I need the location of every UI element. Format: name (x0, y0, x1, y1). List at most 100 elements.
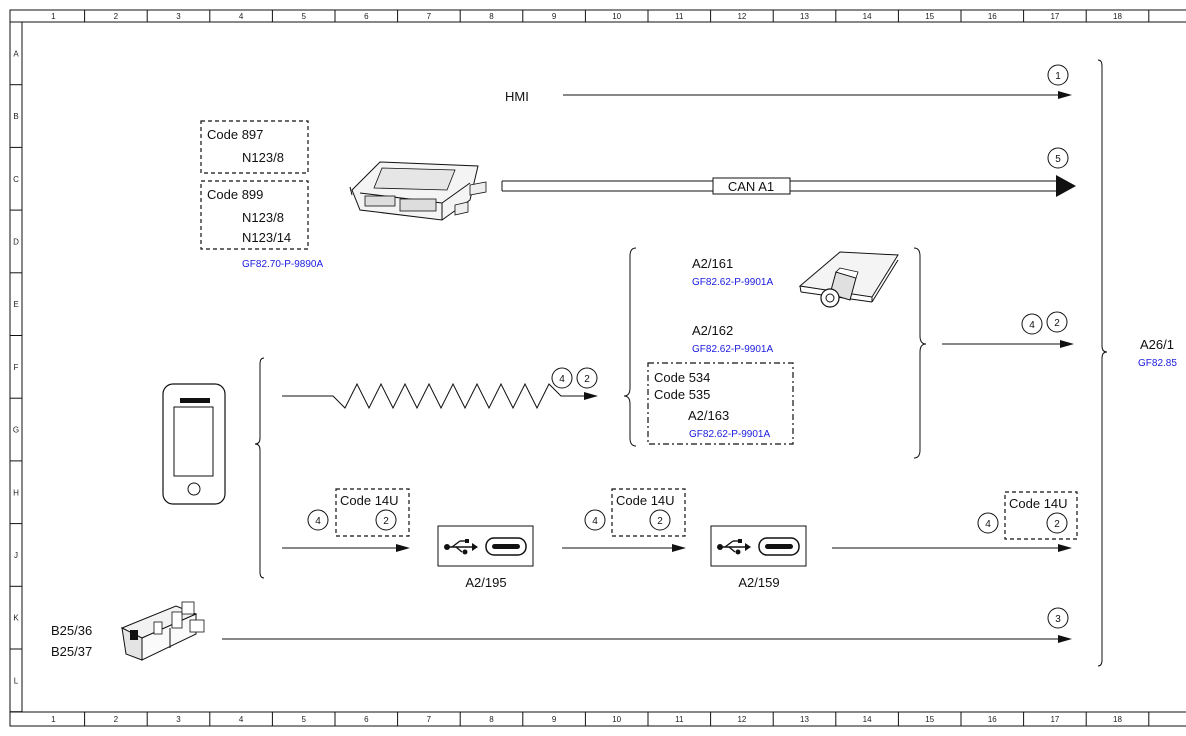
row-label: A (13, 49, 19, 58)
marker-4-right-text: 4 (1029, 320, 1035, 331)
wireless-link-zigzag (282, 382, 586, 410)
column-label: 17 (1050, 12, 1059, 21)
marker-2-usb1 (375, 509, 397, 531)
marker-1 (1047, 64, 1069, 86)
column-label: 10 (612, 12, 621, 21)
column-label: 14 (863, 12, 872, 21)
marker-4-usb1 (307, 509, 329, 531)
column-label: 13 (800, 12, 809, 21)
code-899-box (200, 180, 309, 250)
row-label: F (14, 363, 19, 372)
column-label: 7 (427, 12, 432, 21)
can-arrowhead (1056, 175, 1076, 197)
column-label: 2 (114, 12, 119, 21)
marker-5 (1047, 147, 1069, 169)
column-label: 18 (1113, 715, 1122, 724)
usb-arrowhead-2 (672, 544, 686, 552)
a2-161-label: A2/161 (692, 256, 733, 271)
a2-161-ref-link[interactable]: GF82.62-P-9901A (692, 277, 773, 288)
n123-14-label: N123/14 (242, 230, 291, 245)
a2-162-ref-link[interactable]: GF82.62-P-9901A (692, 344, 773, 355)
column-label: 14 (863, 715, 872, 724)
column-label: 17 (1050, 715, 1059, 724)
b25-37-label: B25/37 (51, 644, 92, 659)
code-14u-box-2 (611, 488, 686, 537)
column-label: 8 (489, 12, 494, 21)
usb-icon (717, 539, 751, 555)
column-label: 6 (364, 715, 369, 724)
a26-ref-link[interactable]: GF82.85 (1138, 358, 1177, 369)
marker-2-wave (576, 367, 598, 389)
column-label: 11 (675, 12, 684, 21)
a2-159-label: A2/159 (738, 575, 779, 590)
n123-ref-link[interactable]: GF82.70-P-9890A (242, 259, 323, 270)
can-label-box (712, 177, 791, 195)
row-label: D (13, 237, 19, 246)
column-label: 9 (552, 12, 557, 21)
column-label: 3 (176, 715, 181, 724)
marker-3 (1047, 607, 1069, 629)
code-535-label: Code 535 (654, 387, 710, 402)
usb-arrowhead-3 (1058, 544, 1072, 552)
can-label: CAN A1 (728, 179, 774, 194)
marker-4-usb3 (977, 512, 999, 534)
a2-163-ref-link[interactable]: GF82.62-P-9901A (689, 429, 770, 440)
sensor-arrowhead (1058, 635, 1072, 643)
a2-group-right-bracket (913, 247, 927, 459)
code-14u-label-2: Code 14U (616, 493, 675, 508)
marker-4-usb2 (584, 509, 606, 531)
column-label: 5 (301, 12, 306, 21)
row-label: C (13, 175, 19, 184)
column-label: 13 (800, 715, 809, 724)
column-label: 3 (176, 12, 181, 21)
usb-icon (444, 539, 478, 555)
a26-label: A26/1 (1140, 337, 1174, 352)
column-label: 11 (675, 715, 684, 724)
column-label: 15 (925, 715, 934, 724)
code-14u-box-3 (1004, 491, 1078, 540)
column-label: 2 (114, 715, 119, 724)
marker-2-usb3-text: 2 (1054, 519, 1060, 530)
marker-2-usb2 (649, 509, 671, 531)
row-label: L (14, 676, 19, 685)
column-label: 4 (239, 12, 244, 21)
marker-2-usb3 (1046, 512, 1068, 534)
column-label: 1 (51, 715, 56, 724)
outer-frame (9, 9, 1186, 727)
column-label: 12 (737, 715, 746, 724)
column-label: 9 (552, 715, 557, 724)
marker-5-text: 5 (1055, 154, 1061, 165)
phone-brace (254, 357, 265, 579)
code-897-label: Code 897 (207, 127, 263, 142)
marker-4-wave (551, 367, 573, 389)
marker-4-usb1-text: 4 (315, 516, 321, 527)
hmi-label: HMI (505, 89, 529, 104)
a2-195-label: A2/195 (465, 575, 506, 590)
marker-4-right (1021, 313, 1043, 335)
column-label: 16 (988, 715, 997, 724)
column-label: 18 (1113, 12, 1122, 21)
column-label: 5 (301, 715, 306, 724)
code-14u-label-3: Code 14U (1009, 496, 1068, 511)
a2-group-left-bracket (623, 247, 637, 447)
row-label: B (13, 112, 18, 121)
usb-arrowhead-1 (396, 544, 410, 552)
column-label: 10 (612, 715, 621, 724)
row-label: J (14, 551, 18, 560)
column-label: 6 (364, 12, 369, 21)
column-label: 8 (489, 715, 494, 724)
marker-4-usb3-text: 4 (985, 519, 991, 530)
column-label: 12 (737, 12, 746, 21)
column-label: 15 (925, 12, 934, 21)
marker-4-wave-text: 4 (559, 374, 565, 385)
marker-4-usb2-text: 4 (592, 516, 598, 527)
phone-icon (162, 383, 226, 505)
code-897-box (200, 120, 309, 174)
microphone-sensor-illustration (120, 601, 205, 661)
control-unit-illustration (349, 161, 487, 221)
wireless-arrowhead (584, 392, 598, 400)
group-output-arrowhead (1060, 340, 1074, 348)
antenna-module-illustration (798, 251, 899, 308)
